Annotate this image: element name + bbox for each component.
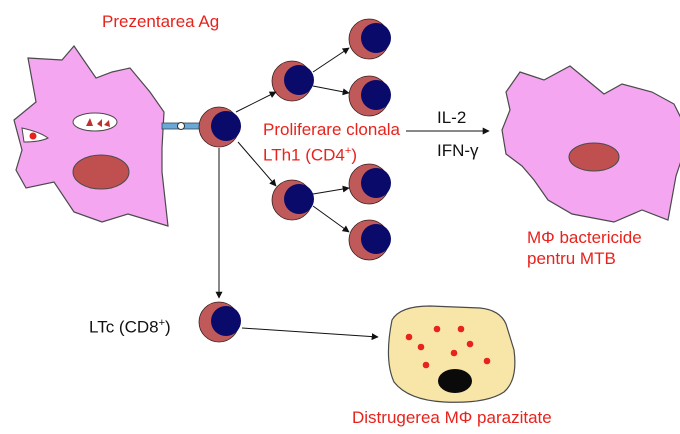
bacterium-dot bbox=[483, 357, 491, 365]
antigen-triangle-2 bbox=[97, 119, 102, 127]
arrow-ltc-to-infected bbox=[241, 327, 379, 341]
mphi-label-line2: pentru MTB bbox=[527, 249, 616, 268]
antigen-triangle-3 bbox=[104, 120, 110, 127]
macrophage-nucleus-right bbox=[568, 142, 620, 172]
infected-cell-nucleus bbox=[438, 369, 472, 393]
lymphocyte-daughter-2 bbox=[348, 75, 391, 117]
lymphocyte-ltc bbox=[198, 301, 241, 343]
distrugerea-label: Distrugerea MΦ parazitate bbox=[352, 408, 552, 427]
lymphocyte-daughter-1 bbox=[348, 18, 391, 60]
ltc-main: LTc (CD8 bbox=[89, 317, 159, 337]
arrow-to-daughter-4 bbox=[312, 205, 350, 233]
antigen-triangle-1 bbox=[86, 118, 93, 126]
title-label: Prezentarea Ag bbox=[102, 12, 220, 31]
mhc-tcr-complex bbox=[161, 122, 201, 130]
arrow-to-daughter-3 bbox=[312, 185, 350, 195]
ltc-label: LTc (CD8+) bbox=[89, 313, 171, 338]
proliferare-line2-end: ) bbox=[351, 145, 357, 165]
ifn-label: IFN-γ bbox=[437, 141, 479, 160]
bacterium-dot bbox=[422, 361, 430, 369]
arrow-to-daughter-1 bbox=[312, 47, 350, 73]
bacterium-dot bbox=[29, 132, 37, 140]
proliferare-line2-main: LTh1 (CD4 bbox=[263, 145, 345, 165]
il2-label: IL-2 bbox=[437, 108, 467, 127]
bactericidal-macrophage bbox=[501, 65, 680, 223]
bacterium-dot bbox=[433, 325, 441, 333]
proliferare-label-line1: Proliferare clonala bbox=[263, 120, 401, 139]
macrophage-nucleus bbox=[72, 154, 130, 190]
vacuole bbox=[72, 112, 118, 132]
lymphocyte-th1-lower bbox=[271, 179, 314, 221]
macrophage-membrane-left bbox=[13, 45, 169, 227]
bacterium-dot bbox=[405, 333, 413, 341]
arrow-to-th1-lower bbox=[237, 141, 277, 187]
arrow-to-daughter-2 bbox=[312, 85, 350, 96]
ltc-end: ) bbox=[165, 317, 171, 337]
mphi-label-line1: MΦ bactericide bbox=[527, 228, 642, 247]
proliferare-line2-superscript: + bbox=[344, 145, 352, 157]
bacterium-dot bbox=[457, 325, 465, 333]
antigen-presenting-macrophage bbox=[13, 45, 169, 227]
infected-macrophage bbox=[387, 305, 516, 403]
bacterium-dot bbox=[466, 340, 474, 348]
lymphocyte-daughter-3 bbox=[348, 163, 391, 205]
lymphocyte-th1-upper bbox=[271, 60, 314, 102]
arrows bbox=[215, 47, 490, 341]
arrow-to-th1-upper bbox=[235, 91, 277, 113]
proliferare-label-line2: LTh1 (CD4+) bbox=[263, 141, 357, 166]
peptide-dot bbox=[177, 122, 185, 130]
bacterium-dot bbox=[417, 343, 425, 351]
lymphocyte-daughter-4 bbox=[348, 219, 391, 261]
bacterium-dot bbox=[450, 349, 458, 357]
ltc-superscript: + bbox=[158, 317, 166, 329]
lymphocyte-central bbox=[198, 106, 241, 148]
